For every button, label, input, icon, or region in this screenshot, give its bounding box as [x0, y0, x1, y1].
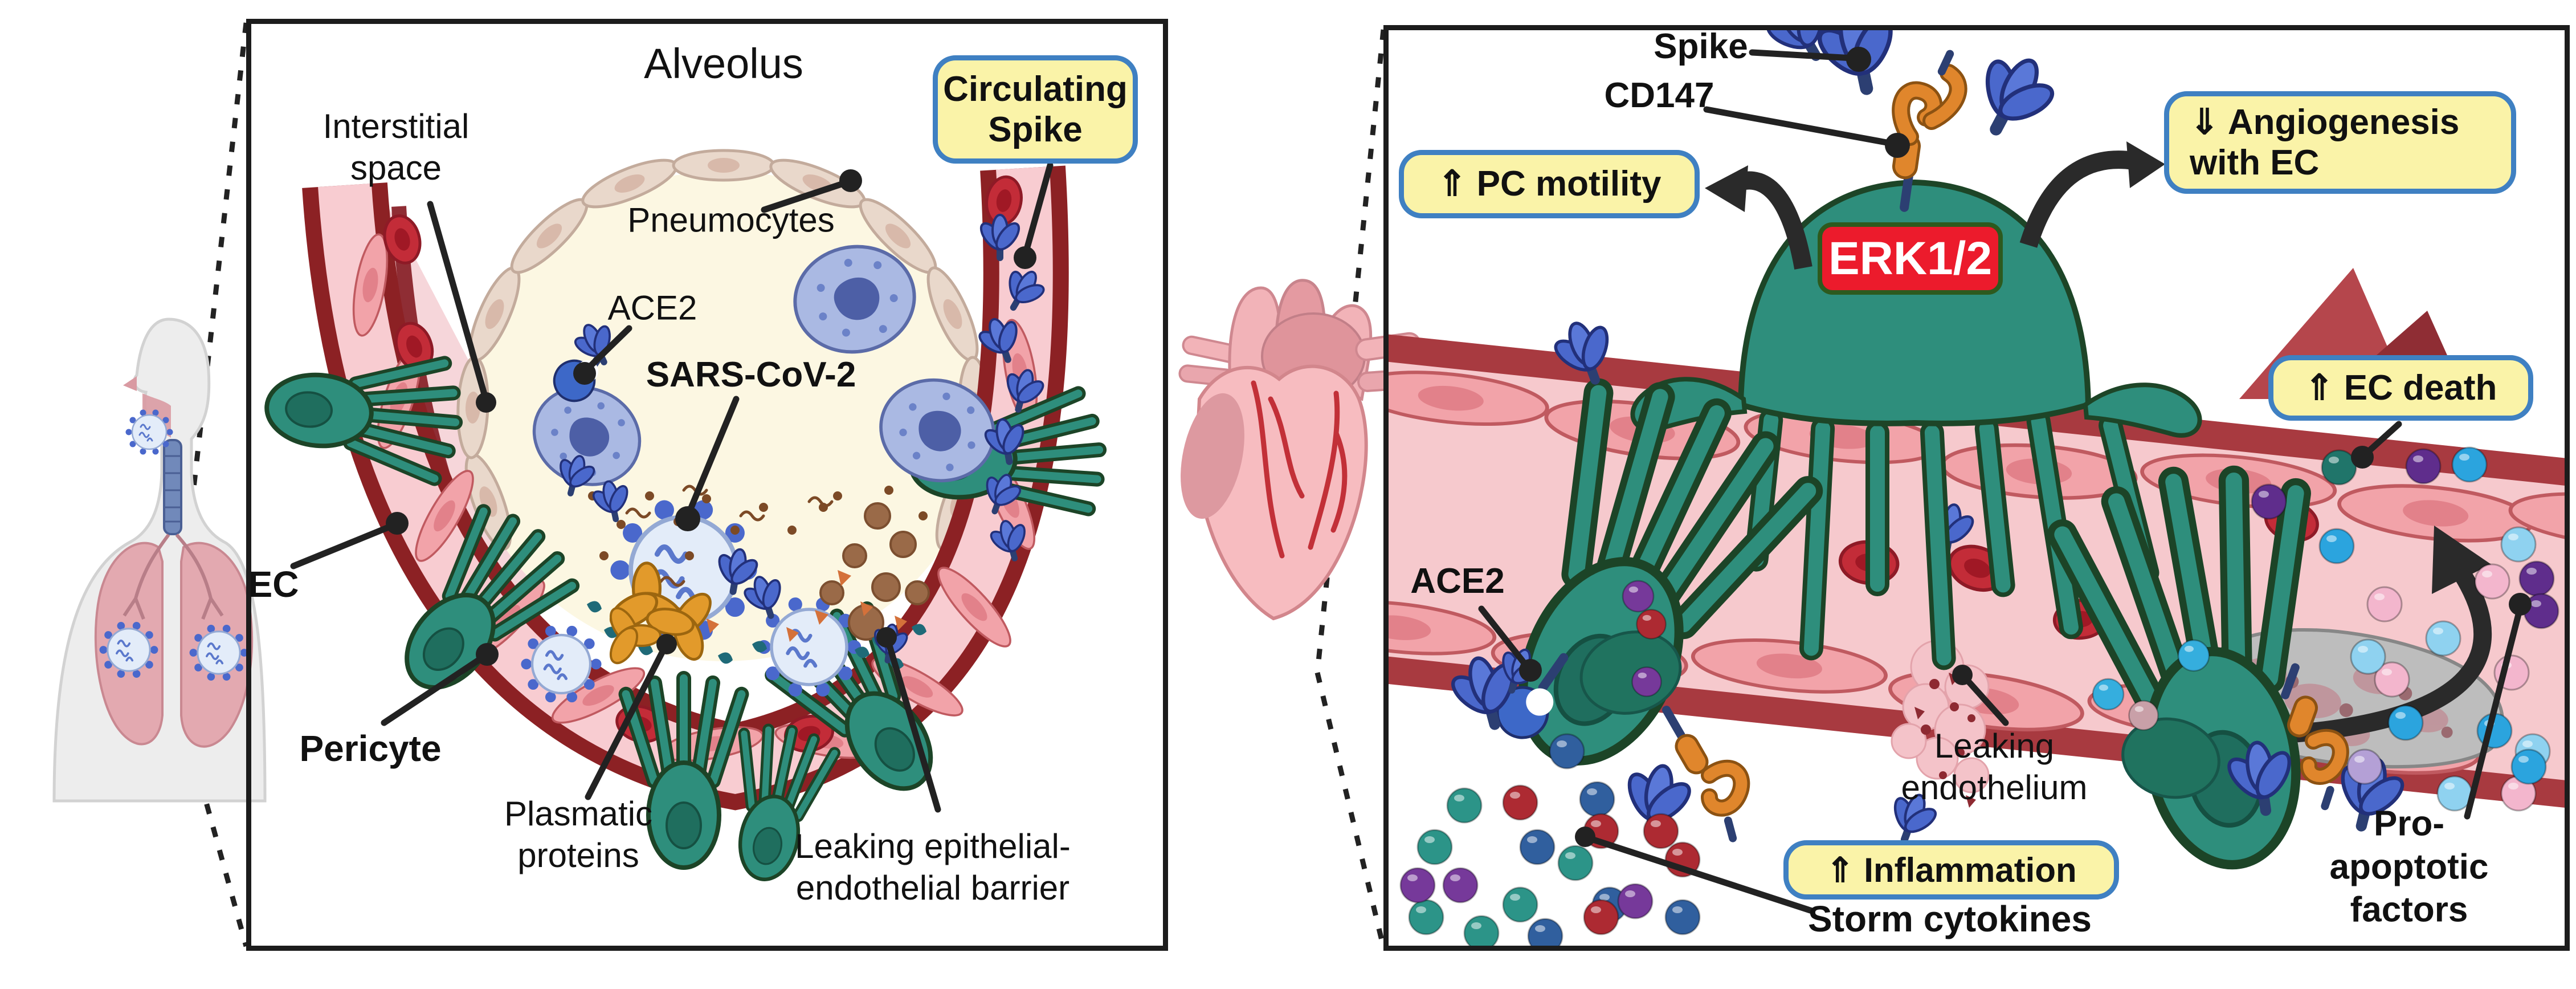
alveolus-title: Alveolus: [644, 39, 803, 87]
plasmatic-line2: proteins: [517, 836, 639, 874]
angiogenesis-line2: with EC: [2190, 143, 2320, 182]
interstitial-line2: space: [350, 149, 442, 187]
erk-signal-box: ERK1/2: [1818, 222, 2003, 295]
label-ec: EC: [248, 563, 299, 605]
left-pointer-lines: [290, 162, 1054, 813]
pro-apoptotic-line2: apoptotic: [2329, 847, 2489, 887]
callout-ec-death: ⇑ EC death: [2268, 355, 2533, 421]
leaking-barrier-line2: endothelial barrier: [795, 869, 1070, 907]
ace2-receptor-icon-right: [1492, 653, 1569, 743]
angiogenesis-line1: ⇓ Angiogenesis: [2190, 102, 2460, 142]
label-spike: Spike: [1654, 27, 1748, 67]
plasmatic-line1: Plasmatic: [504, 794, 653, 833]
leaking-barrier-line1: Leaking epithelial-: [795, 827, 1071, 865]
label-ace2-left: ACE2: [607, 288, 697, 327]
label-sars-cov-2: SARS-CoV-2: [646, 355, 856, 395]
pro-apoptotic-line1: Pro-: [2373, 804, 2444, 844]
leaking-endo-line1: Leaking: [1934, 726, 2055, 765]
leaking-endo-line2: endothelium: [1901, 768, 2088, 807]
pericyte-lower-left: [1439, 348, 1840, 846]
label-plasmatic-proteins: Plasmatic proteins: [504, 793, 652, 876]
right-pointer-lines: [1478, 47, 2532, 914]
label-pro-apoptotic: Pro- apoptotic factors: [2330, 803, 2489, 932]
pericyte-lower-right: [2040, 447, 2414, 888]
arrow-to-angiogenesis: [2019, 141, 2165, 248]
callout-circulating-spike: Circulating Spike: [933, 55, 1138, 164]
label-storm-cytokines: Storm cytokines: [1808, 898, 2092, 939]
cd147-receptor-icon-left-pericyte: [1662, 705, 1750, 843]
label-interstitial-space: Interstitial space: [323, 105, 470, 189]
left-panel: [246, 19, 1168, 951]
arrow-to-ec-death: [2264, 526, 2492, 744]
pro-apoptotic-line3: factors: [2350, 890, 2468, 930]
alveolus-illustration: [261, 150, 1111, 890]
zoom-lines: [169, 22, 1386, 949]
human-body-icon: [52, 318, 267, 803]
callout-inflammation: ⇑ Inflammation: [1783, 840, 2119, 900]
circulating-spike-line1: Circulating: [943, 69, 1128, 109]
leaking-endothelium-icon: [1879, 500, 1990, 852]
cd147-receptor-icon-right-pericyte: [2281, 663, 2349, 811]
interstitial-line1: Interstitial: [322, 107, 470, 145]
label-ace2-right: ACE2: [1410, 561, 1505, 601]
label-leaking-barrier: Leaking epithelial- endothelial barrier: [795, 825, 1071, 909]
label-pneumocytes: Pneumocytes: [627, 201, 835, 239]
label-pericyte: Pericyte: [299, 727, 442, 769]
label-cd147: CD147: [1604, 76, 1714, 116]
label-leaking-endothelium: Leaking endothelium: [1901, 725, 2088, 808]
circulating-spike-line2: Spike: [988, 110, 1083, 149]
arrow-to-pc-motility: [1705, 165, 1812, 270]
cd147-receptor-icon: [1892, 50, 1967, 212]
right-panel: [1383, 25, 2570, 951]
callout-pc-motility: ⇑ PC motility: [1399, 150, 1700, 218]
callout-angiogenesis: ⇓ Angiogenesis with EC: [2164, 91, 2516, 194]
